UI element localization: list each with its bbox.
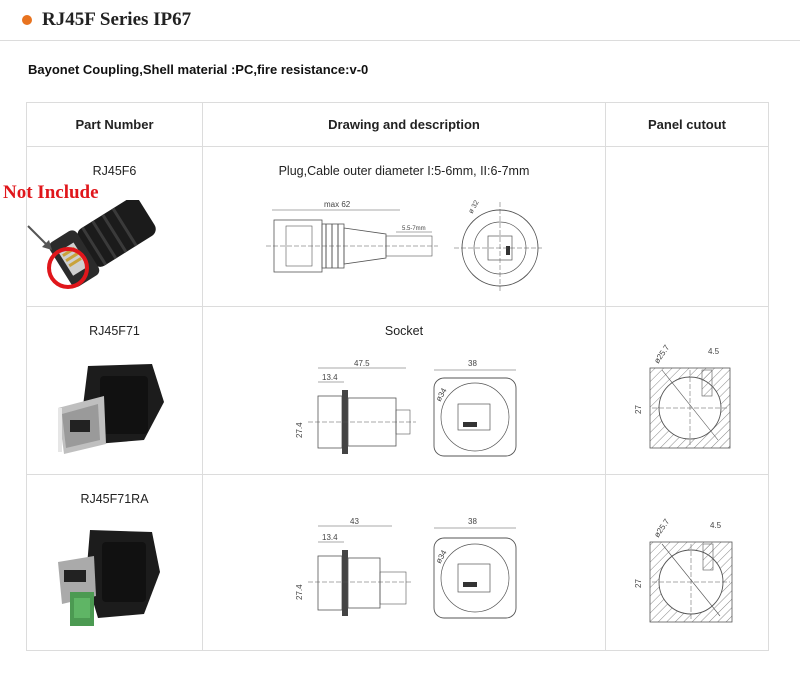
dim-dia: ø34 [434,386,449,403]
subtitle: Bayonet Coupling,Shell material :PC,fire… [28,62,369,77]
divider [0,40,800,41]
plug-drawing: max 62 5.5-7mm ø 32 [266,199,542,292]
panel-cutout-drawing: ø25.7 4.5 27 [634,517,733,623]
part-number: RJ45F71 [89,324,140,338]
dim-height: 27.4 [295,422,304,438]
socket-ra-photo [58,530,160,626]
socket-photo [58,364,164,454]
socket-drawing: 47.5 13.4 27.4 38 ø34 [295,359,517,457]
bullet-icon [22,15,32,25]
dim-dia: ø34 [434,548,449,565]
dim-length: 47.5 [354,359,370,368]
part-number: RJ45F71RA [80,492,149,506]
dim-key: 4.5 [710,521,722,530]
dim-height: 27.4 [295,584,304,600]
drawing-cell [202,474,606,651]
plug-photo [47,200,156,289]
column-header-panel-cutout: Panel cutout [605,102,769,147]
dim-side: 27 [634,405,643,414]
dim-dia: ø 32 [468,199,481,215]
dim-flange: 13.4 [322,533,338,542]
title-row: RJ45F Series IP67 [22,8,191,32]
dim-side: 27 [634,579,643,588]
cutout-cell [605,146,769,307]
column-header-drawing: Drawing and description [202,102,606,147]
dim-dia: ø25.7 [652,343,671,365]
arrow-icon [27,225,52,250]
part-number: RJ45F6 [92,164,137,178]
spec-table: Part Number Drawing and description Pane… [26,102,769,651]
dim-length: 43 [350,517,359,526]
description: Socket [384,324,424,338]
dim-key: 4.5 [708,347,720,356]
dim-width: 38 [468,359,477,368]
dim-dia: ø25.7 [652,517,671,539]
page-title: RJ45F Series IP67 [42,9,192,30]
panel-cutout-drawing: ø25.7 4.5 27 [634,343,731,449]
socket-ra-drawing: 43 13.4 27.4 38 ø34 [295,517,517,619]
not-include-label: Not Include [3,182,99,203]
dim-flange: 13.4 [322,373,338,382]
description: Plug,Cable outer diameter I:5-6mm, II:6-… [278,164,530,178]
column-header-part-number: Part Number [26,102,203,147]
dim-width: 38 [468,517,477,526]
dim-length: max 62 [324,200,351,209]
table-header-row: Part Number Drawing and description Pane… [26,102,769,147]
dim-cable: 5.5-7mm [402,226,426,232]
